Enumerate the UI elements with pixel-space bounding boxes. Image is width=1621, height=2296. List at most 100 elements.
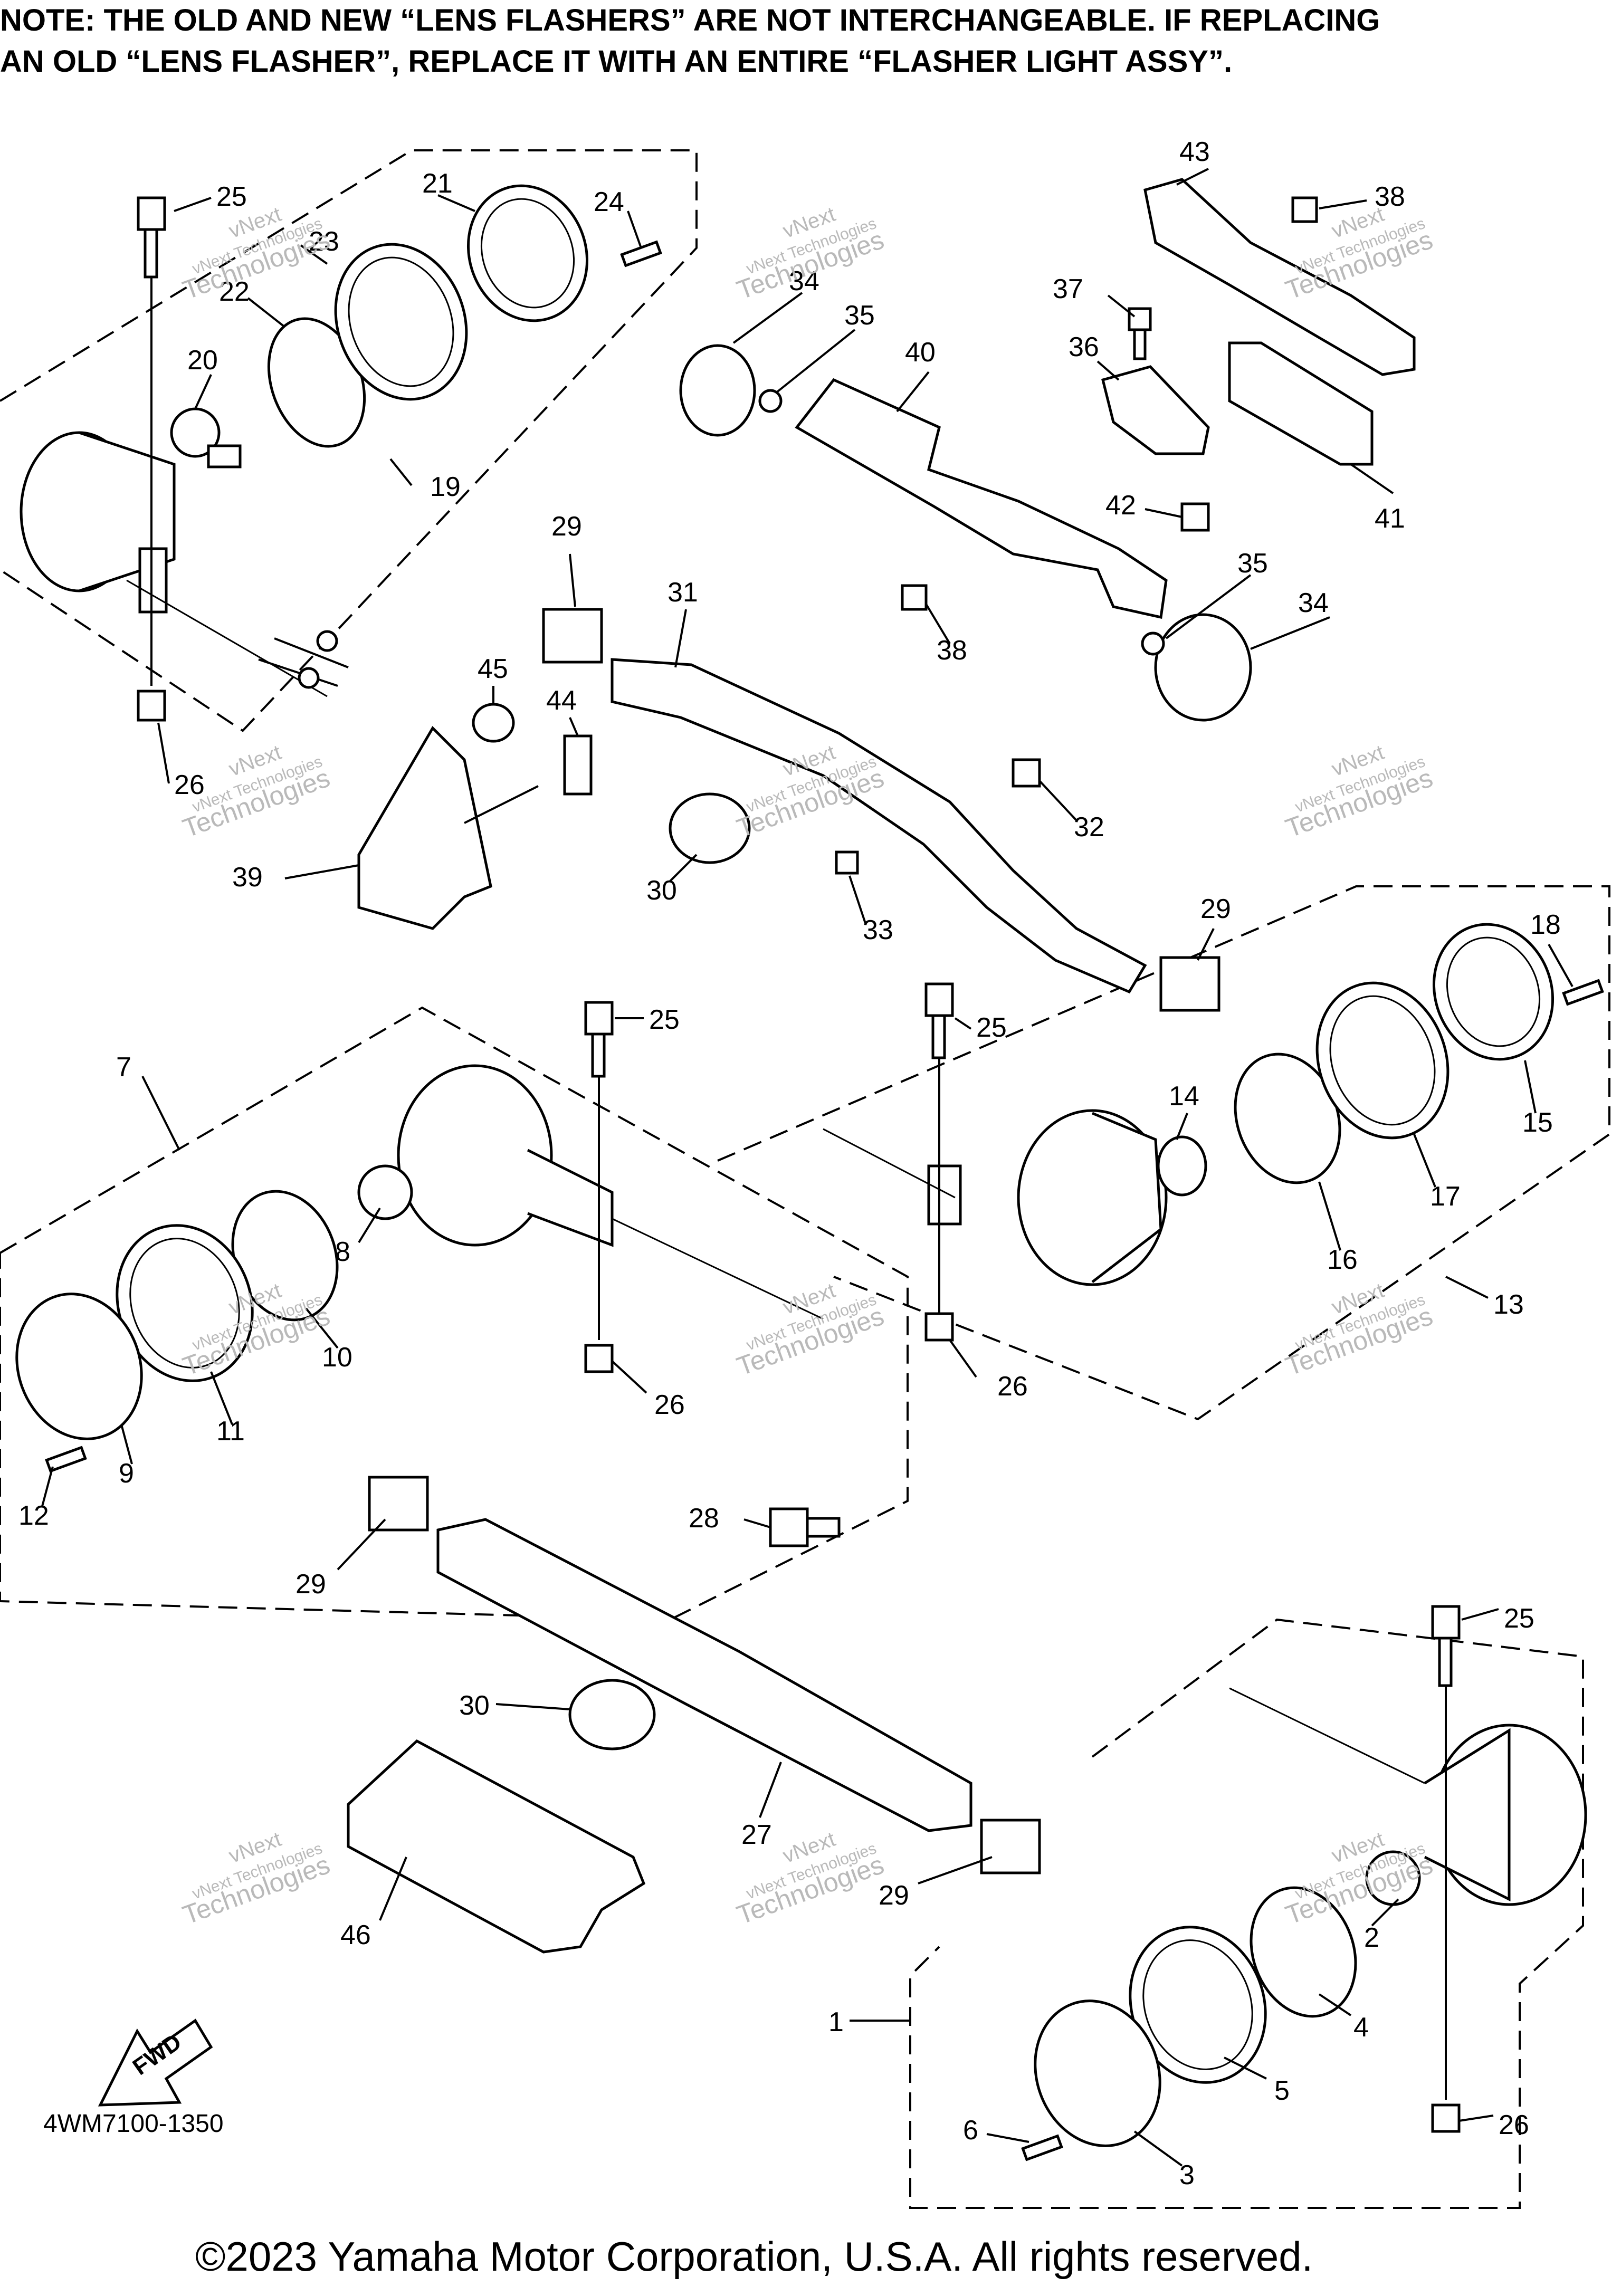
rim-3 — [1034, 2000, 1161, 2147]
callout-label: 35 — [844, 300, 875, 331]
group-1-frame — [909, 1618, 1584, 2209]
bolt-33 — [835, 850, 859, 875]
watermark-6: vNext vNext Technologies Technologies — [1282, 741, 1436, 843]
callout-label: 41 — [1375, 503, 1405, 534]
callout-label: 29 — [551, 511, 582, 542]
watermark-12: vNext vNext Technologies Technologies — [1282, 1828, 1436, 1930]
nut-45 — [472, 703, 515, 743]
nut-26-left-mid — [584, 1344, 614, 1373]
callout-label: 42 — [1105, 490, 1136, 521]
callout-label: 25 — [649, 1004, 680, 1035]
callout-label: 25 — [1504, 1603, 1534, 1634]
grommet-29-d — [980, 1819, 1041, 1874]
callout-label: 37 — [1053, 274, 1083, 304]
lens-23 — [334, 243, 468, 401]
washer-35-top — [758, 389, 783, 413]
callout-label: 44 — [546, 685, 577, 716]
grommet-29-b — [1159, 956, 1220, 1012]
gasket-4 — [1250, 1886, 1357, 2018]
callout-label: 20 — [187, 345, 218, 376]
callout-label: 14 — [1169, 1081, 1199, 1112]
callout-label: 36 — [1069, 332, 1099, 362]
callout-label: 30 — [646, 875, 677, 906]
grommet-29-a — [542, 608, 603, 664]
rim-21 — [466, 184, 589, 322]
callout-label: 35 — [1237, 548, 1268, 579]
lens-5 — [1129, 1926, 1267, 2084]
bolt-38-mid — [901, 584, 928, 611]
callout-label: 26 — [174, 770, 205, 800]
cover-46 — [347, 1739, 646, 1954]
callout-label: 38 — [937, 635, 967, 666]
stay-31 — [611, 658, 1147, 994]
screw-24 — [620, 240, 662, 267]
group-7-frame — [0, 1006, 909, 1621]
collar-44 — [563, 734, 593, 796]
callout-label: 29 — [879, 1880, 909, 1911]
rim-15 — [1432, 923, 1555, 1061]
bolt-38-top — [1291, 196, 1318, 223]
callout-label: 4 — [1353, 2012, 1369, 2043]
callout-label: 1 — [828, 2007, 844, 2037]
bracket-43 — [1143, 178, 1416, 376]
callout-label: 21 — [422, 168, 453, 199]
callout-label: 34 — [1298, 588, 1329, 618]
screw-12 — [45, 1446, 87, 1473]
bulb-14 — [1157, 1135, 1207, 1197]
turn-signal-13 — [823, 1109, 1168, 1286]
callout-label: 39 — [232, 862, 263, 893]
callout-label: 10 — [322, 1342, 352, 1373]
group-19-frame — [0, 149, 698, 732]
callout-label: 19 — [430, 472, 461, 502]
bolt-25-left-mid — [584, 1001, 614, 1340]
callout-label: 25 — [976, 1012, 1007, 1043]
rim-9 — [15, 1293, 143, 1440]
washer-35-right — [1141, 632, 1165, 656]
note-text: NOTE: THE OLD AND NEW “LENS FLASHERS” AR… — [0, 0, 1621, 82]
reflector-41 — [1228, 341, 1374, 466]
bolt-25-top — [137, 196, 166, 686]
callout-label: 3 — [1179, 2160, 1195, 2190]
lens-17 — [1315, 981, 1450, 1140]
watermark-9: vNext vNext Technologies Technologies — [1282, 1279, 1436, 1381]
callout-label: 40 — [905, 337, 936, 368]
callout-label: 9 — [119, 1458, 134, 1489]
callout-label: 34 — [789, 266, 819, 296]
bracket-40 — [795, 378, 1168, 619]
nut-42 — [1180, 502, 1210, 532]
callout-label: 43 — [1179, 137, 1210, 167]
nut-26-top — [137, 690, 166, 722]
callout-label: 32 — [1074, 812, 1104, 843]
callout-label: 22 — [219, 276, 250, 307]
callout-label: 28 — [689, 1503, 719, 1534]
cover-39 — [357, 725, 539, 930]
bulb-8 — [357, 1164, 413, 1220]
cap-34-right — [1154, 613, 1252, 722]
bulb-20 — [170, 407, 242, 468]
callout-label: 33 — [863, 915, 893, 945]
callout-label: 31 — [668, 577, 698, 608]
callout-label: 27 — [741, 1820, 772, 1850]
watermark-1: vNext vNext Technologies Technologies — [179, 203, 333, 305]
band-30-top — [669, 792, 751, 864]
callout-label: 29 — [295, 1569, 326, 1600]
copyright-footer: ©2023 Yamaha Motor Corporation, U.S.A. A… — [195, 2233, 1313, 2280]
callout-label: 38 — [1375, 181, 1405, 212]
screw-6 — [1021, 2134, 1063, 2161]
callout-label: 13 — [1493, 1289, 1524, 1320]
diagram-code: 4WM7100-1350 — [43, 2110, 224, 2138]
bracket-36 — [1101, 365, 1210, 455]
callout-label: 12 — [18, 1500, 49, 1531]
note-line-2: AN OLD “LENS FLASHER”, REPLACE IT WITH A… — [0, 44, 1233, 79]
note-line-1: NOTE: THE OLD AND NEW “LENS FLASHERS” AR… — [0, 3, 1380, 37]
callout-label: 18 — [1530, 910, 1561, 940]
bolt-32 — [1012, 758, 1041, 788]
callout-label: 30 — [459, 1690, 490, 1721]
callout-label: 8 — [335, 1237, 350, 1267]
callout-label: 29 — [1200, 894, 1231, 924]
callout-label: 2 — [1364, 1922, 1379, 1953]
callout-label: 7 — [116, 1052, 131, 1083]
screw-18 — [1562, 979, 1604, 1006]
watermark-10: vNext vNext Technologies Technologies — [179, 1828, 333, 1930]
